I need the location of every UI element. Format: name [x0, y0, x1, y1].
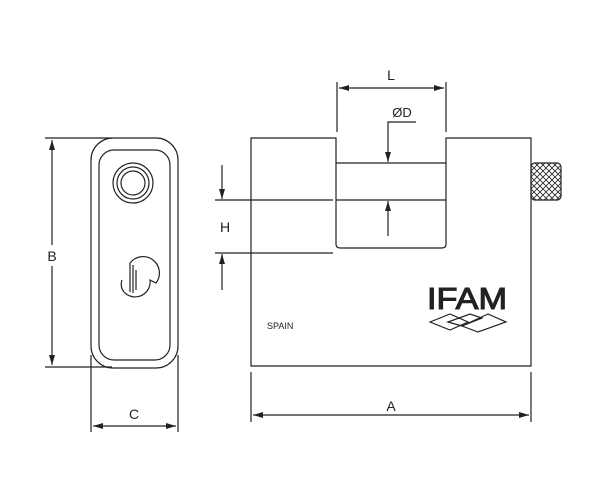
keyhole-icon: [120, 256, 160, 298]
dimension-d-label: ØD: [392, 105, 412, 120]
side-body-inner: [98, 149, 171, 361]
side-view: [90, 137, 179, 369]
ifam-wings-logo-icon: [428, 313, 508, 333]
brand-logo: IFAM: [427, 281, 507, 316]
shackle-end-icon: [112, 162, 154, 204]
dimension-c-label: C: [129, 406, 139, 422]
dimension-l: [336, 82, 447, 132]
front-view: [250, 137, 562, 367]
dimension-b: [45, 137, 112, 368]
dimension-d: [385, 121, 416, 236]
origin-marking: SPAIN: [267, 321, 293, 331]
dimension-a-label: A: [386, 398, 396, 414]
dimension-c: [90, 355, 179, 432]
dimension-h-label: H: [220, 219, 230, 235]
knurled-knob-icon: [530, 162, 562, 201]
dimension-b-label: B: [47, 248, 56, 264]
dimension-l-label: L: [387, 67, 395, 83]
front-body-outline: [250, 137, 532, 367]
dimension-h: [215, 165, 333, 290]
side-body-outline: [90, 137, 179, 369]
dimension-a: [250, 372, 532, 422]
